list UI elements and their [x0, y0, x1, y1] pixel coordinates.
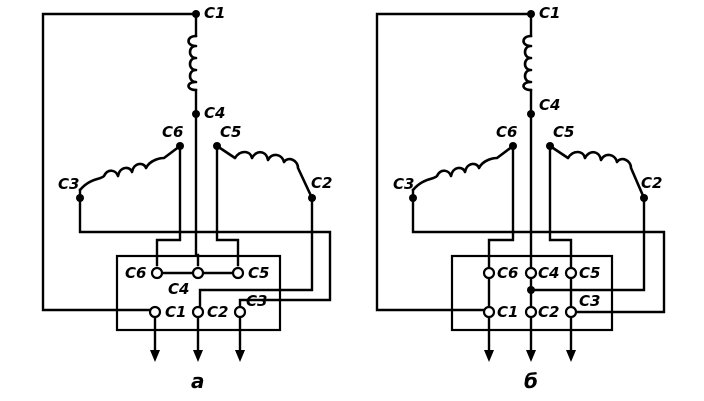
label-box-c1-b: C1	[497, 303, 518, 321]
coil-c5-c2	[215, 144, 314, 200]
output-arrow-1	[150, 350, 160, 362]
label-c3-left-b: C3	[393, 175, 414, 193]
node-c2	[308, 194, 316, 202]
label-box-c6-b: C6	[497, 264, 518, 282]
node-c6-b	[509, 142, 517, 150]
node-c5	[213, 142, 221, 150]
wire-c3-loop	[78, 196, 332, 314]
label-box-c5-b: C5	[579, 264, 600, 282]
node-c4-b	[527, 110, 535, 118]
label-box-c1: C1	[165, 303, 186, 321]
label-c6-top: C6	[162, 123, 183, 141]
wire-c5-down	[215, 144, 240, 267]
label-box-c4-b: C4	[538, 264, 559, 282]
terminal-c6	[150, 266, 164, 280]
label-c5-top-b: C5	[553, 123, 574, 141]
label-c4-mid-b: C4	[539, 96, 560, 114]
coil-c3-c6	[78, 144, 182, 192]
label-box-c3-b: C3	[579, 292, 600, 310]
terminal-c3-b	[564, 305, 578, 319]
terminal-c4	[191, 266, 205, 280]
node-c3-b	[409, 194, 417, 202]
node-c2-junction-b	[527, 286, 535, 294]
node-c5-b	[546, 142, 554, 150]
output-arrow-3	[235, 350, 245, 362]
label-c1-top-b: C1	[539, 4, 560, 22]
label-box-c5: C5	[248, 264, 269, 282]
terminal-c5	[231, 266, 245, 280]
diagram-a: C1 C4 C6 C5 C3 C2 C6 C5 C4 C1 C2 C3 а	[41, 4, 332, 393]
label-c5-top: C5	[220, 123, 241, 141]
wire-c5-down-b	[548, 144, 573, 270]
wire-c2	[198, 196, 314, 314]
output-arrow-3-b	[566, 350, 576, 362]
label-c3-left: C3	[58, 175, 79, 193]
label-box-c4: C4	[168, 280, 189, 298]
label-c2-right-b: C2	[641, 174, 662, 192]
wire-c6-down	[155, 144, 182, 267]
label-box-c2-b: C2	[538, 303, 559, 321]
terminal-c4-b	[524, 266, 538, 280]
terminal-c3	[233, 305, 247, 319]
caption-a: а	[191, 369, 205, 393]
terminal-c5-b	[564, 266, 578, 280]
coil-c1-c4-b	[522, 34, 533, 92]
wire-c1-left	[41, 12, 198, 312]
node-c6	[176, 142, 184, 150]
output-arrow-2	[193, 350, 203, 362]
terminal-c2-b	[524, 305, 538, 319]
label-box-c3: C3	[246, 292, 267, 310]
wire-c3-loop-b	[411, 196, 666, 314]
output-arrow-2-b	[526, 350, 536, 362]
node-c4	[192, 110, 200, 118]
output-arrow-1-b	[484, 350, 494, 362]
label-c2-right: C2	[311, 174, 332, 192]
coil-c1-c4	[187, 34, 198, 92]
label-c4-mid: C4	[204, 104, 225, 122]
wire-c1-left-b	[375, 12, 533, 312]
label-c6-top-b: C6	[496, 123, 517, 141]
wire-c2-b	[529, 196, 646, 292]
terminal-c6-b	[482, 266, 496, 280]
node-c3	[76, 194, 84, 202]
terminal-c1-b	[482, 305, 496, 319]
node-c1	[192, 10, 200, 18]
label-box-c2: C2	[207, 303, 228, 321]
node-c1-b	[527, 10, 535, 18]
label-box-c6: C6	[125, 264, 146, 282]
node-c2-b	[640, 194, 648, 202]
wire-c6-down-b	[487, 144, 515, 270]
terminal-c1	[148, 305, 162, 319]
coil-c3-c6-b	[411, 144, 515, 192]
wire-c4-to-box	[194, 112, 200, 267]
caption-b: б	[524, 369, 538, 393]
coil-c5-c2-b	[548, 144, 646, 200]
diagram-b: C1 C4 C6 C5 C3 C2 C6 C4 C5 C1 C2 C3 б	[375, 4, 666, 393]
terminal-c2	[191, 305, 205, 319]
label-c1-top: C1	[204, 4, 225, 22]
